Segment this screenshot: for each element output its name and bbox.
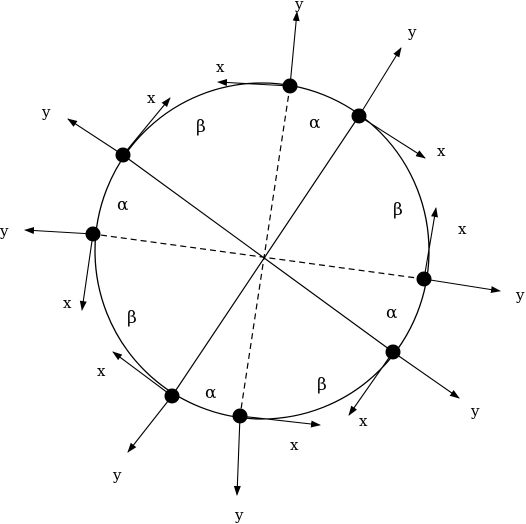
solid-chord-2: [171, 115, 360, 397]
y-axis-label-3: y: [515, 286, 525, 304]
beta-region-label-1: β: [196, 117, 206, 137]
dashed-chord-3: [92, 233, 425, 280]
y-axis-label-6: y: [112, 466, 122, 484]
y-axis-arrow-4: [392, 351, 460, 399]
point-7: [85, 226, 101, 242]
main-circle: [94, 82, 430, 420]
x-axis-label-6: x: [97, 362, 106, 380]
point-3: [416, 271, 432, 287]
x-axis-label-7: x: [63, 294, 72, 312]
alpha-region-label-2: α: [309, 113, 321, 133]
point-6: [164, 388, 180, 404]
y-axis-arrow-2: [358, 47, 402, 117]
x-axis-arrow-7: [79, 233, 94, 311]
x-axis-arrow-1: [217, 79, 291, 87]
y-axis-arrow-8: [67, 118, 124, 156]
x-axis-arrow-5: [239, 415, 321, 428]
alpha-region-label-7: α: [205, 383, 217, 403]
x-axis-label-1: x: [216, 58, 225, 76]
x-axis-arrow-6: [112, 351, 173, 397]
y-axis-arrow-6: [127, 395, 173, 453]
x-axis-arrow-4: [348, 351, 394, 416]
alpha-region-label-6: α: [386, 303, 398, 323]
y-axis-arrow-1: [289, 11, 300, 87]
y-axis-label-7: y: [0, 222, 9, 240]
x-axis-arrow-8: [122, 97, 171, 156]
x-axis-arrow-3: [423, 207, 438, 280]
dashed-chord-1: [239, 85, 291, 417]
point-1: [282, 78, 298, 94]
point-2: [351, 108, 367, 124]
y-axis-arrow-5: [233, 415, 241, 496]
chords-group: [92, 85, 425, 417]
y-axis-arrow-7: [24, 227, 94, 235]
point-8: [115, 147, 131, 163]
beta-region-label-5: β: [127, 308, 137, 328]
axis-arrows-group: [24, 11, 501, 496]
y-axis-label-4: y: [470, 402, 480, 420]
x-axis-label-2: x: [437, 142, 446, 160]
point-4: [385, 344, 401, 360]
y-axis-label-5: y: [234, 506, 244, 524]
y-axis-label-8: y: [41, 103, 51, 121]
x-axis-arrow-2: [358, 115, 426, 159]
x-axis-label-5: x: [290, 436, 299, 454]
point-5: [232, 408, 248, 424]
x-axis-label-8: x: [147, 89, 156, 107]
beta-region-label-8: β: [317, 375, 327, 395]
x-axis-label-4: x: [359, 412, 368, 430]
y-axis-label-1: y: [294, 0, 304, 13]
x-axis-label-3: x: [458, 220, 467, 238]
alpha-region-label-3: α: [117, 195, 129, 215]
beta-region-label-4: β: [393, 200, 403, 220]
solid-chord-4: [122, 154, 394, 353]
y-axis-arrow-3: [423, 278, 501, 294]
y-axis-label-2: y: [407, 23, 417, 41]
points-group: [85, 78, 432, 424]
